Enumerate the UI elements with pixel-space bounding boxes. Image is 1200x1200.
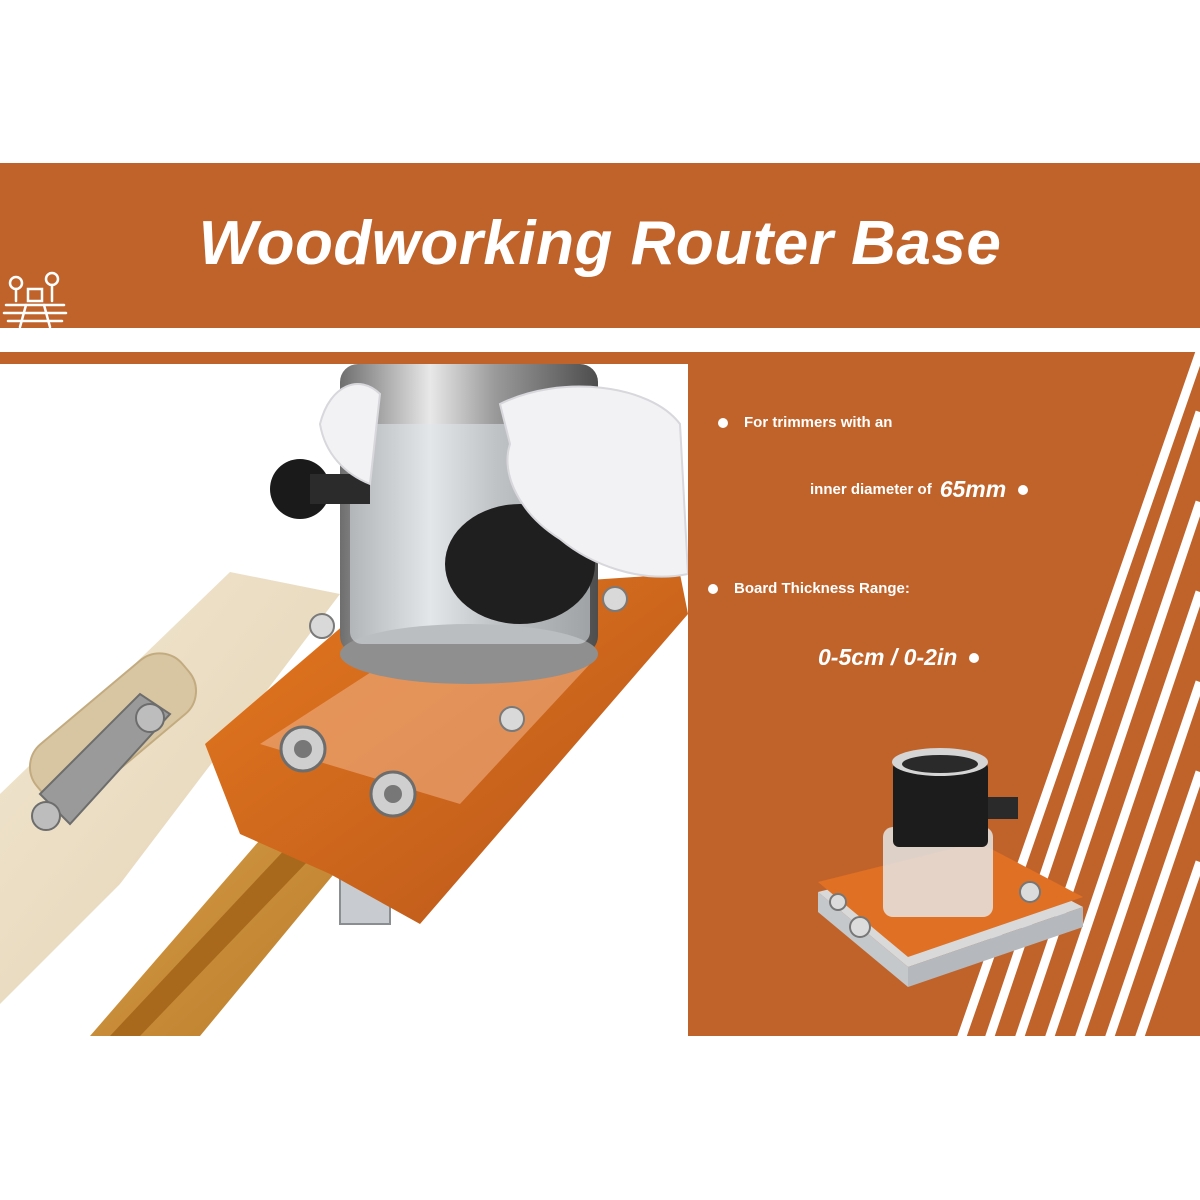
spec-item-thickness: Board Thickness Range: xyxy=(708,580,910,597)
bullet-icon xyxy=(718,417,728,428)
spec-item-trimmer: For trimmers with an xyxy=(718,414,892,431)
spec-thickness-label: Board Thickness Range: xyxy=(734,580,910,597)
spec-diameter-label: inner diameter of xyxy=(810,481,932,498)
product-photo xyxy=(0,364,688,1036)
tree-logo-icon xyxy=(2,271,68,329)
spec-diameter-value: 65mm xyxy=(939,476,1007,502)
spec-item-diameter: inner diameter of 65mm xyxy=(810,476,1029,503)
bolts xyxy=(279,586,628,818)
bullet-icon xyxy=(708,583,718,594)
gloved-hand xyxy=(498,385,688,578)
bullet-icon xyxy=(1018,484,1029,495)
spec-trimmer-label: For trimmers with an xyxy=(744,414,893,431)
page-title: Woodworking Router Base xyxy=(0,163,1200,328)
spec-item-range: 0-5cm / 0-2in xyxy=(818,644,980,671)
product-thumbnail xyxy=(818,748,1083,987)
bullet-icon xyxy=(969,652,980,663)
spec-panel: For trimmers with an inner diameter of 6… xyxy=(688,352,1200,1036)
page-title-text: Woodworking Router Base xyxy=(198,209,1002,278)
pale-wood-board xyxy=(0,572,340,1004)
title-banner: Woodworking Router Base xyxy=(0,163,1200,328)
spec-thickness-value: 0-5cm / 0-2in xyxy=(818,644,958,670)
